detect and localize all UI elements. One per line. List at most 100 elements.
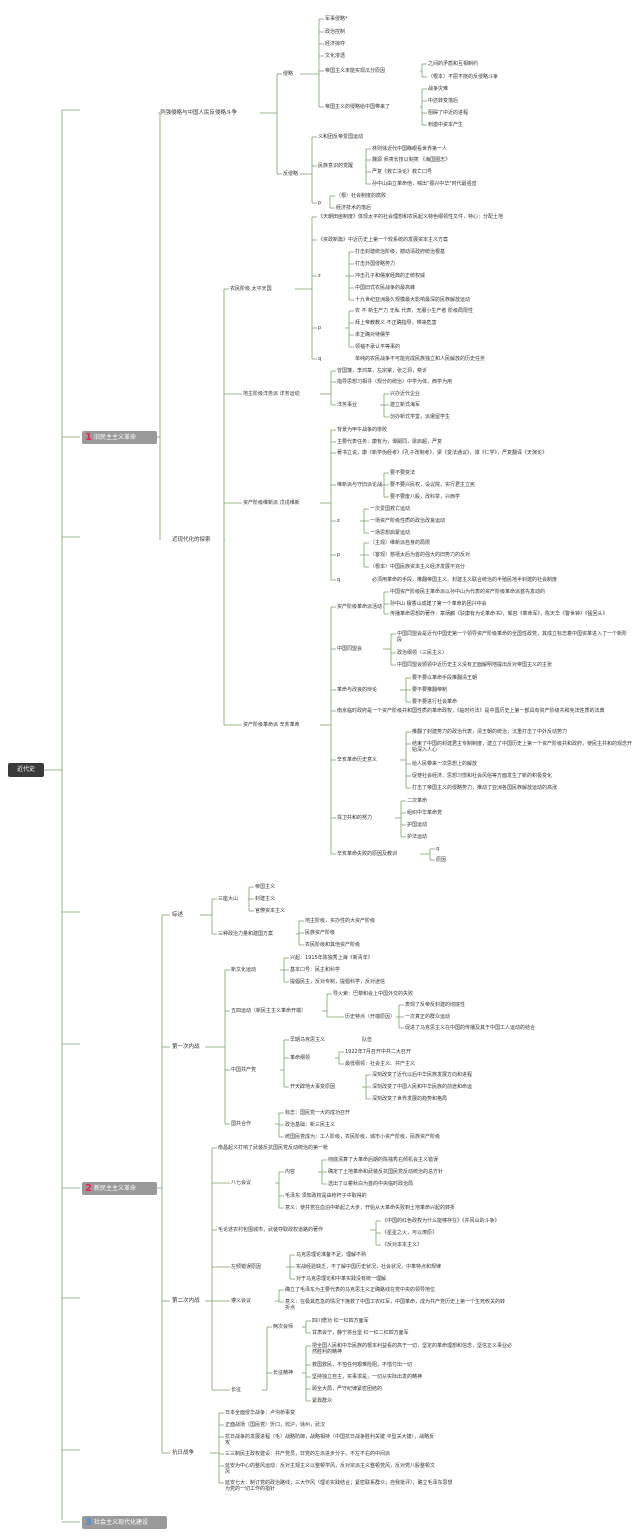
- mindmap-node-b37: p: [337, 552, 341, 558]
- mindmap-node-c47: 《反对本本主义》: [382, 1242, 423, 1248]
- mindmap-node-b51: 中国同盟会颁领中近历史主义没有正面解明地提出反对帝国主义的主张: [397, 662, 553, 668]
- section-label-2: 新民主主义革命: [93, 1185, 136, 1192]
- mindmap-node-a11: 战争灾难: [428, 86, 449, 92]
- mindmap-node-b21: 洋务事业: [337, 402, 358, 408]
- mindmap-node-c10: 第一次内战: [172, 1044, 200, 1050]
- mindmap-node-b45: 中国资产阶级民主革命派以孙中山为代表的资产阶级革命派首先发动的: [390, 589, 546, 595]
- mindmap-node-c30: 深刻改变了世界发展的趋势和格局: [372, 1096, 448, 1102]
- mindmap-node-b69: q: [436, 846, 440, 852]
- mindmap-node-c54: 意义：在极其危急的情况下挽救了中国工农红军，中国革命，成为共产党历史上第一个生死…: [285, 1299, 506, 1311]
- mindmap-node-a5: 经济掠夺: [325, 41, 346, 47]
- mindmap-node-b11: p: [318, 325, 322, 331]
- mindmap-node-a22: p: [318, 200, 322, 206]
- mindmap-node-c57: 四川懋功 红一红四方面军: [312, 1318, 369, 1324]
- mindmap-node-b23: 建立新式海军: [390, 402, 421, 408]
- mindmap-node-b19: 曾国藩，李鸿章，左宗棠，张之洞，奕䜣: [337, 368, 428, 374]
- mindmap-node-c42: 毛泽东 须知政权是由枪杆子中取得的: [285, 1193, 367, 1199]
- section-label-1: 旧民主主义革命: [93, 434, 136, 441]
- mindmap-node-c39: 彻底清算了大革命后期的陈独秀右倾机会主义错误: [328, 1157, 439, 1163]
- mindmap-node-b47: 传播革命思想的著作：章炳麟《驳康有为论革命书》，邹容《革命军》，陈天华《警世钟》…: [390, 611, 608, 617]
- mindmap-node-b41: q: [337, 577, 341, 583]
- mindmap-node-b44: 资产阶级革命派活动: [337, 604, 383, 610]
- mindmap-node-c51: 对于马克思理论和中革实践没有统一理解: [296, 1276, 387, 1282]
- mindmap-node-a14: 刺激中资本产生: [428, 122, 464, 128]
- mindmap-node-a19: 魏源 师夷长技以制夷 《海国图志》: [372, 157, 451, 163]
- mindmap-node-c21: 中国共产党: [231, 1067, 257, 1073]
- mindmap-node-c20: 促进了马克思主义在中国的传播及其于中国工人运动的结合: [405, 1025, 536, 1031]
- section-label-3: 社会主义现代化建设: [93, 1519, 148, 1526]
- mindmap-node-a9: （根本）不屈不挠的反侵略斗争: [428, 74, 499, 80]
- mindmap-node-b61: 促使社会经济、思想习惯和社会风俗等方面发生了新的积极变化: [412, 773, 553, 779]
- section-number-3: 3: [85, 1517, 92, 1528]
- mindmap-node-c15: 五四运动（新民主主义革命开端）: [231, 1008, 307, 1014]
- mindmap-node-c40: 确定了土地革命和武装反抗国民党反动统治的总方针: [328, 1169, 444, 1175]
- mindmap-node-c38: 内容: [285, 1169, 296, 1175]
- mindmap-node-b52: 革命与改良的辩论: [337, 687, 378, 693]
- mindmap-node-b53: 要不要以革命手段推翻清王朝: [412, 675, 478, 681]
- mindmap-node-c17: 历史特点（开端原因）: [345, 1014, 396, 1020]
- mindmap-node-b6: 打击封建统治阶级，撼动清政府统治根基: [355, 249, 446, 255]
- mindmap-node-b70: 原因: [436, 857, 447, 863]
- mindmap-node-c11: 新文化运动: [231, 967, 257, 973]
- mindmap-node-b8: 冲击孔子和儒家经典的正统权威: [355, 273, 426, 279]
- mindmap-node-c7: 地主阶级，买办性的大资产阶级: [305, 918, 376, 924]
- mindmap-node-b34: 一次爱国救亡运动: [370, 506, 411, 512]
- mindmap-node-a12: 中还转变落后: [428, 98, 459, 104]
- mindmap-node-a8: 之间的矛盾和互相制约: [428, 61, 479, 67]
- mindmap-node-c23: 队伍: [362, 1037, 373, 1043]
- mindmap-node-c4: 封建主义: [255, 896, 276, 902]
- mindmap-node-b20: 指导思想习相寻（规分的统治）中学为体，西学为用: [337, 379, 453, 385]
- mindmap-node-b35: 一场资产阶级性质的政治改良运动: [370, 518, 446, 524]
- mindmap-node-b5: z: [318, 273, 321, 279]
- mindmap-node-b46: 孙中山 檀香山成建了第一个革命的团兴中会: [390, 601, 487, 607]
- section-number-1: 1: [85, 432, 92, 443]
- mindmap-node-c50: 实战经验缺乏，不了解中国历史状况，社会状况，中革特点和规律: [296, 1264, 442, 1270]
- mindmap-node-b14: 未正确对待儒学: [355, 332, 391, 338]
- mindmap-node-c71: 延安七大：制订党的政治路线；三大作风（理论实践结合；紧密联系群众；自我批评）；确…: [225, 1480, 453, 1492]
- mindmap-node-b58: 推翻了封建势力的政治代表，清王朝的统治，沉重打击了中外反动势力: [412, 729, 568, 735]
- mindmap-node-a18: 林则徐近代中国睁眼看世界第一人: [372, 146, 448, 152]
- mindmap-node-b66: 护国运动: [407, 822, 428, 828]
- mindmap-node-b42: 必须用革命的手段，推翻帝国主义、封建主义联合统治的半殖民地半封建的社会制度: [372, 577, 558, 583]
- mindmap-node-b68: 辛亥革命失败的原因及教训: [337, 851, 398, 857]
- mindmap-node-b26: 背景为甲午战争的惨败: [337, 427, 388, 433]
- mindmap-node-b33: z: [337, 518, 340, 524]
- mindmap-node-a6: 文化渗透: [325, 53, 346, 59]
- mindmap-node-c60: 把全国人民和中华民族的根本利益看的高于一切，坚定的革命理想和信念，坚信正义事业必…: [312, 1343, 513, 1355]
- mindmap-node-b29: 维新派与守旧派论战: [337, 482, 383, 488]
- mindmap-node-a21: 孙中山由立革命他，喊出"振兴中华"时代最强音: [372, 181, 477, 187]
- mindmap-node-b49: 中国同盟会是近代中国史第一个领导资产阶级革命的全国性政党，其成立标志着中国资革进…: [397, 631, 628, 643]
- mindmap-node-c13: 基本口号：民主和科学: [290, 967, 341, 973]
- mindmap-node-c19: 一次真正的群众运动: [405, 1014, 451, 1020]
- mindmap-node-c25: 1922年7月召开中共二大召开: [345, 1049, 411, 1055]
- mindmap-node-c69: 三三制民主政权建设：共产党员，非党的左派进步分子，不左不右的中间派: [225, 1451, 391, 1457]
- mindmap-node-c3: 帝国主义: [255, 884, 276, 890]
- mindmap-node-c35: 第二次内战: [172, 1298, 200, 1304]
- mindmap-node-c52: 遵义会议: [231, 1298, 252, 1304]
- mindmap-node-c56: 两次会师: [273, 1324, 294, 1330]
- root-node: 近代史: [8, 763, 44, 777]
- mindmap-node-a24: 经济技术的落后: [336, 205, 372, 211]
- mindmap-node-c18: 表现了反帝反封建的彻底性: [405, 1002, 466, 1008]
- mindmap-node-c70: 延安为中心的整风运动：反对主观主义以整顿学风，反对宗派主义整顿党风，反对党八股整…: [225, 1463, 436, 1475]
- mindmap-node-c31: 国共合作: [231, 1121, 252, 1127]
- mindmap-node-a23: （根）社会制度的腐败: [336, 193, 387, 199]
- mindmap-node-b16: q: [318, 356, 322, 362]
- mindmap-node-c34: 统国民党成为：工人阶级，农民阶级，城市小资产阶级，民族资产阶级: [285, 1134, 441, 1140]
- mindmap-node-c29: 深刻改变了中国人民和中华民族的前途和命运: [372, 1084, 473, 1090]
- mindmap-node-c22: 早期马克思主义: [290, 1037, 326, 1043]
- mindmap-node-c24: 革命纲领: [290, 1055, 311, 1061]
- mindmap-node-a2: 侵略: [283, 71, 294, 77]
- mindmap-node-c58: 甘肃会宁，静宁将台堡 红一红二红四方面军: [312, 1330, 409, 1336]
- mindmap-node-c32: 标志：国民党一大的成功召开: [285, 1110, 351, 1116]
- mindmap-node-c66: 日本全面侵华战争：卢沟桥事变: [225, 1410, 296, 1416]
- mindmap-node-b54: 要不要推翻帝制: [412, 687, 448, 693]
- mindmap-node-c49: 马克思理论准备不足，理解不熟: [296, 1252, 367, 1258]
- mindmap-node-a20: 严复《救亡决论》救亡口号: [372, 169, 433, 175]
- mindmap-node-c37: 八七会议: [231, 1180, 252, 1186]
- mindmap-node-b9: 中国旧式农民战争的最高峰: [355, 285, 416, 291]
